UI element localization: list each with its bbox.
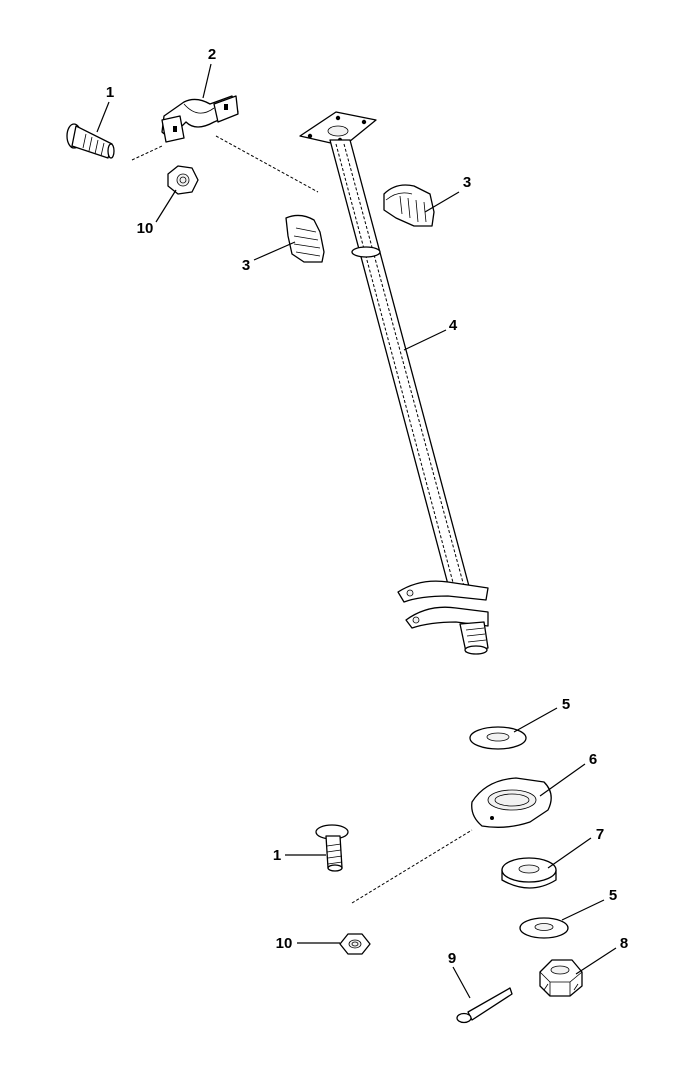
hex-nut-top-part (167, 165, 199, 195)
leader-line-5-upper (513, 707, 558, 733)
leader-line-4 (403, 329, 447, 351)
leader-line-5-lower (561, 899, 605, 921)
callout-5-upper: 5 (562, 696, 570, 713)
leader-line-1-top (96, 101, 110, 133)
leader-line-3-right (424, 191, 460, 213)
leader-line-8 (575, 947, 617, 975)
callout-5-lower: 5 (609, 887, 617, 904)
flat-washer-lower-part (519, 917, 569, 939)
column-bushing-right-part (383, 184, 435, 227)
steering-column-shaft-part (299, 111, 489, 655)
callout-6: 6 (589, 751, 597, 768)
cotter-pin-part (456, 987, 513, 1024)
carriage-bolt-lower-part (315, 824, 349, 872)
callout-7: 7 (596, 826, 604, 843)
leader-line-9 (452, 966, 471, 999)
callout-1-top: 1 (106, 84, 114, 101)
callout-9: 9 (448, 950, 456, 967)
callout-2: 2 (208, 46, 216, 63)
callout-10-lower: 10 (276, 935, 293, 952)
leader-line-6 (539, 763, 586, 797)
castle-nut-part (539, 959, 583, 997)
clamp-bracket-part (161, 95, 239, 143)
hex-nut-lower-part (339, 933, 371, 955)
carriage-bolt-top-part (66, 123, 115, 159)
leader-line-3-left (253, 241, 296, 261)
bearing-flange-part (471, 777, 552, 828)
callout-8: 8 (620, 935, 628, 952)
callout-1-lower: 1 (273, 847, 281, 864)
column-bushing-left-part (285, 214, 325, 263)
leader-line-10-top (155, 189, 177, 223)
flat-washer-upper-part (469, 726, 527, 750)
callout-3-left: 3 (242, 257, 250, 274)
leader-line-7 (547, 837, 592, 869)
callout-4: 4 (449, 317, 458, 334)
spacer-part (501, 857, 557, 889)
callout-3-right: 3 (463, 174, 471, 191)
leader-line-2 (202, 63, 212, 99)
callout-10-top: 10 (137, 220, 154, 237)
assembly-line-clamp-to-column (215, 135, 319, 193)
assembly-line-lower-bolt (351, 829, 473, 904)
assembly-line-bolt-to-clamp (131, 145, 163, 161)
